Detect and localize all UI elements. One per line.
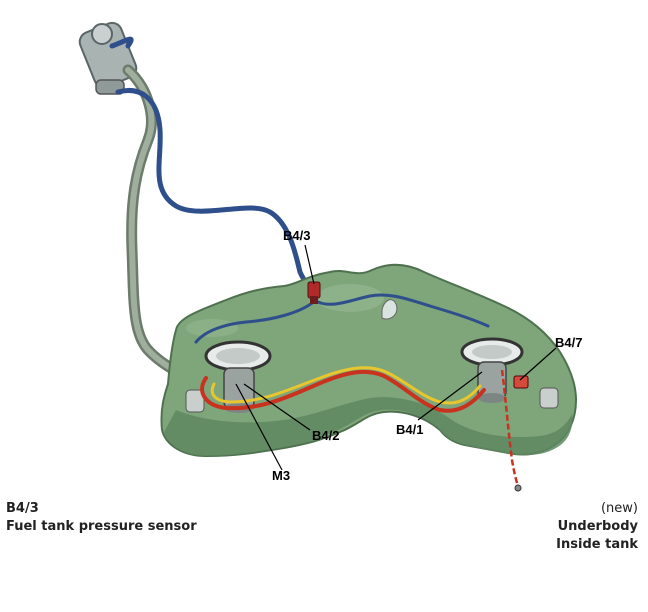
fuel-pump-left xyxy=(185,340,272,413)
leader-lines xyxy=(235,244,557,471)
callout-b4-1: B4/1 xyxy=(396,422,424,437)
component-code: B4/3 xyxy=(6,501,39,516)
callout-m3: M3 xyxy=(272,468,291,483)
callout-b4-3: B4/3 xyxy=(283,228,311,243)
location-line-2: Inside tank xyxy=(556,537,638,552)
filler-neck xyxy=(78,21,138,95)
fuel-line-red xyxy=(200,369,486,413)
vent-hose xyxy=(109,36,317,301)
callout-b4-7: B4/7 xyxy=(555,335,583,350)
sensor-wire xyxy=(500,369,520,487)
location-line-1: Underbody xyxy=(557,519,638,534)
tank-vent-lines xyxy=(194,293,490,344)
callout-b4-2: B4/2 xyxy=(312,428,340,443)
status-label: (new) xyxy=(600,501,638,516)
component-description: Fuel tank pressure sensor xyxy=(6,519,197,534)
